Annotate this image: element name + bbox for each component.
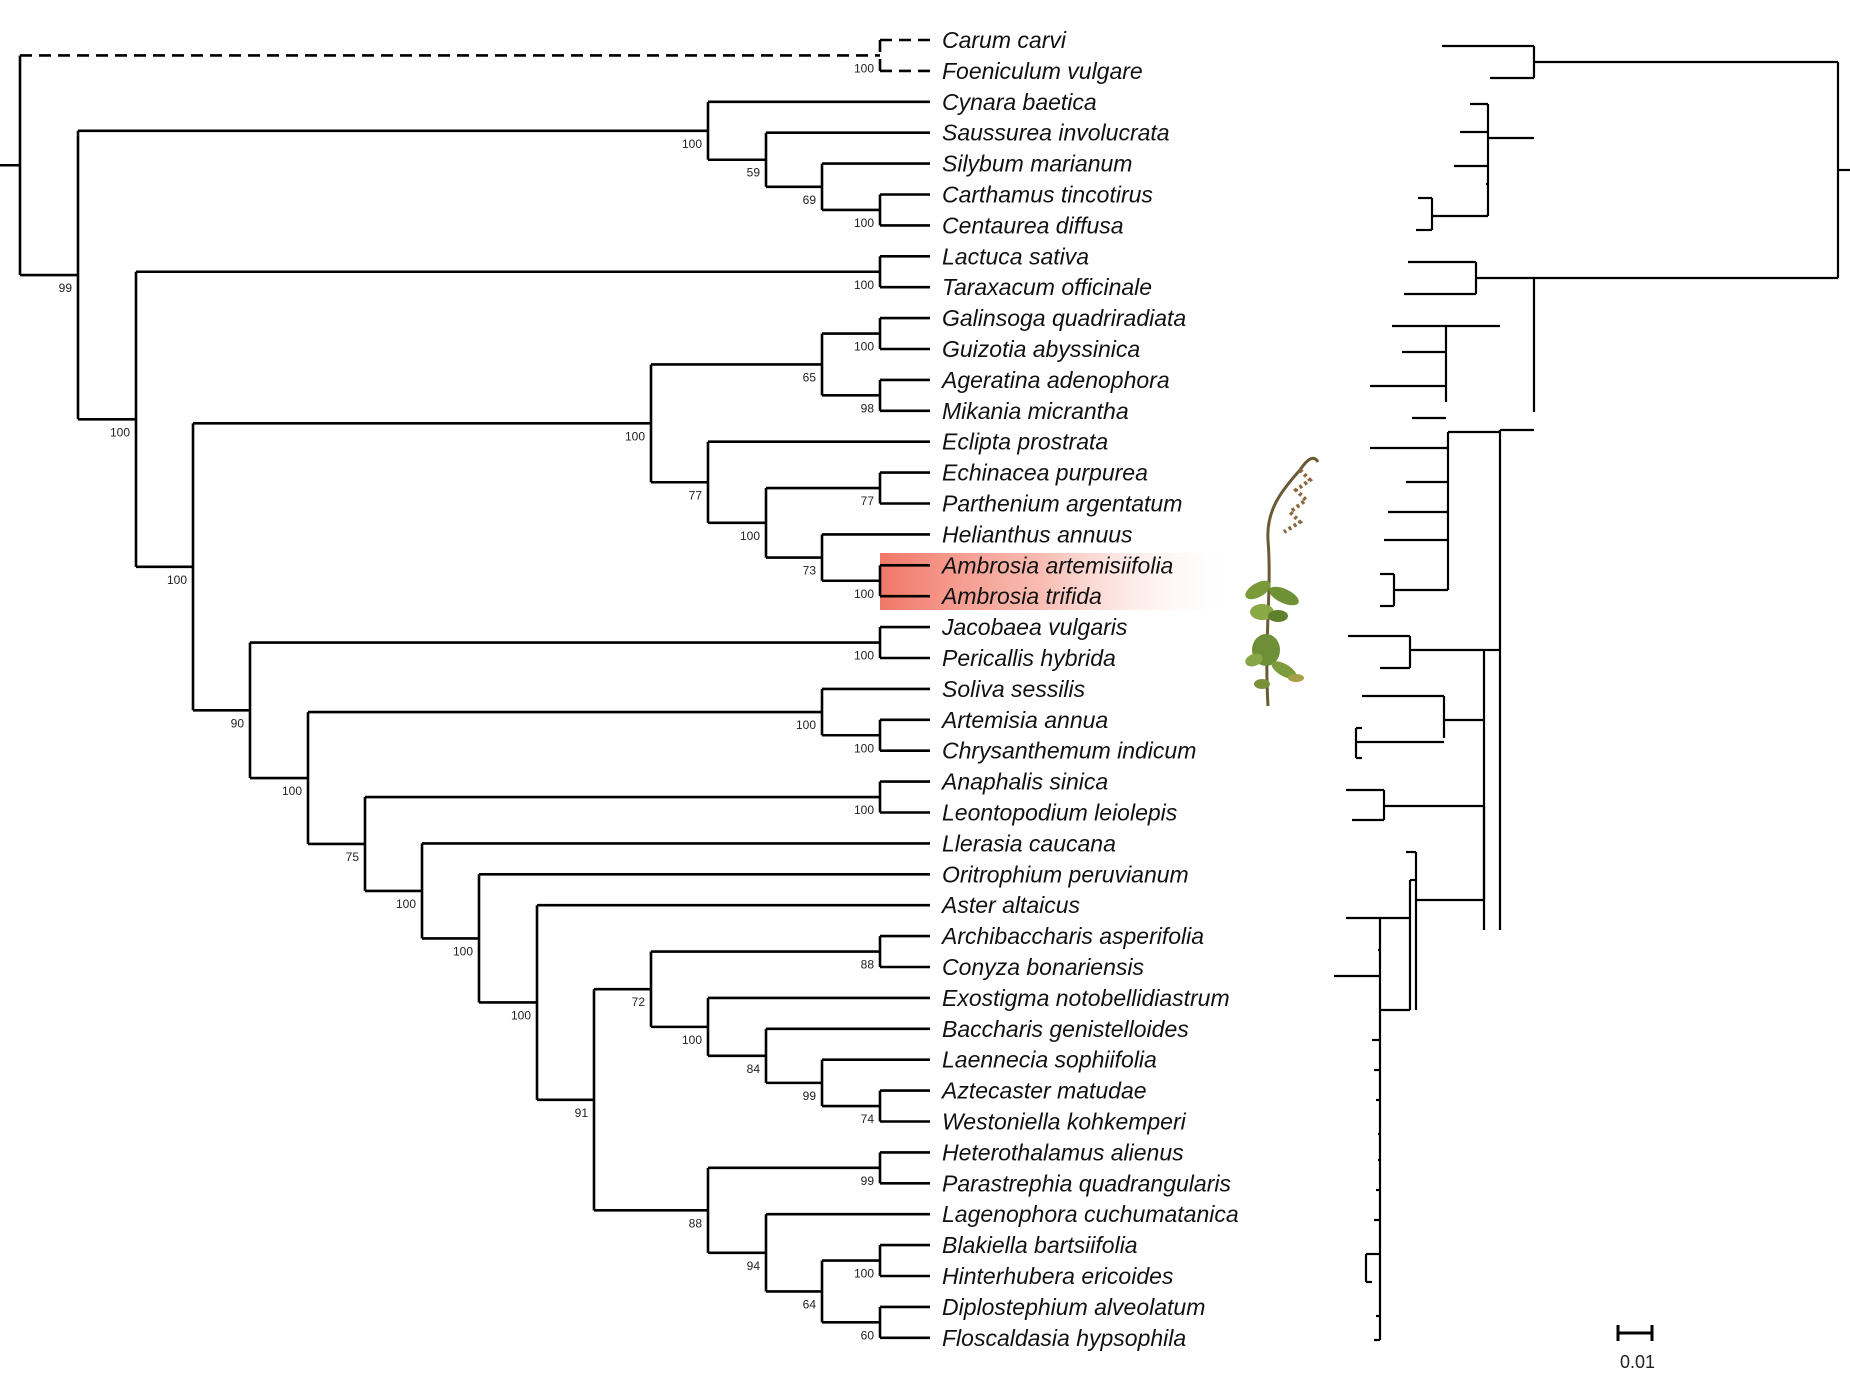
support-value: 100 [167,573,187,587]
taxon-label: Blakiella bartsiifolia [942,1232,1138,1258]
taxon-label: Eclipta prostrata [942,429,1108,455]
support-value: 100 [110,425,130,439]
taxon-label: Conyza bonariensis [942,954,1145,980]
taxon-label: Jacobaea vulgaris [941,614,1128,640]
scale-bar [1616,1325,1654,1341]
taxon-label: Oritrophium peruvianum [942,861,1189,887]
taxon-label: Mikania micrantha [942,398,1129,424]
taxon-label: Aztecaster matudae [940,1078,1147,1104]
support-value: 73 [803,564,817,578]
support-value: 88 [689,1216,703,1230]
taxon-label: Galinsoga quadriradiata [942,305,1186,331]
support-value: 100 [625,429,645,443]
taxon-label: Baccharis genistelloides [942,1016,1189,1042]
right-phylogram [1334,44,1850,1342]
support-value: 100 [740,529,760,543]
support-value: 100 [396,897,416,911]
taxon-label: Leontopodium leiolepis [942,800,1178,826]
support-value: 100 [854,61,874,75]
taxon-label: Laennecia sophiifolia [942,1047,1157,1073]
support-value: 64 [803,1297,817,1311]
support-value: 100 [854,803,874,817]
taxon-label: Exostigma notobellidiastrum [942,985,1230,1011]
support-value: 98 [861,401,875,415]
taxon-label: Parthenium argentatum [942,491,1182,517]
taxon-label: Westoniella kohkemperi [942,1109,1187,1135]
taxon-label: Foeniculum vulgare [942,58,1143,84]
support-value: 100 [854,216,874,230]
support-value: 88 [861,958,875,972]
taxon-label: Carum carvi [942,27,1067,53]
ambrosia-highlight [880,553,1240,610]
left-cladogram [0,38,930,1340]
support-value: 65 [803,370,817,384]
support-value: 94 [747,1259,761,1273]
taxon-label: Taraxacum officinale [942,274,1152,300]
taxon-label: Echinacea purpurea [942,460,1148,486]
taxon-label: Lactuca sativa [942,243,1089,269]
taxon-label: Soliva sessilis [942,676,1086,702]
taxon-label: Saussurea involucrata [942,120,1170,146]
support-value: 99 [59,281,73,295]
taxon-label: Ambrosia artemisiifolia [940,552,1173,578]
support-value: 100 [854,741,874,755]
scale-bar-label: 0.01 [1620,1352,1655,1372]
support-value: 100 [511,1008,531,1022]
support-value: 72 [632,995,646,1009]
taxon-label: Lagenophora cuchumatanica [942,1201,1239,1227]
support-value: 90 [231,716,245,730]
taxon-label: Chrysanthemum indicum [942,738,1196,764]
taxon-label: Guizotia abyssinica [942,336,1140,362]
taxon-label: Pericallis hybrida [942,645,1116,671]
taxon-label: Cynara baetica [942,89,1097,115]
taxon-label: Ambrosia trifida [940,583,1102,609]
support-value: 60 [861,1328,875,1342]
support-value: 77 [861,494,875,508]
taxon-label: Helianthus annuus [942,521,1133,547]
taxon-label: Diplostephium alveolatum [942,1294,1205,1320]
support-value: 69 [803,193,817,207]
taxon-label: Artemisia annua [940,707,1108,733]
support-value: 100 [854,587,874,601]
support-value: 100 [282,784,302,798]
support-value: 91 [575,1106,589,1120]
taxon-label: Anaphalis sinica [940,769,1108,795]
taxon-label: Centaurea diffusa [942,212,1124,238]
support-value: 100 [854,340,874,354]
support-value: 100 [854,278,874,292]
support-value: 100 [682,137,702,151]
taxon-label: Archibaccharis asperifolia [940,923,1204,949]
support-value: 100 [796,718,816,732]
support-value: 75 [346,850,360,864]
support-value: 100 [854,649,874,663]
support-value: 100 [682,1033,702,1047]
support-value: 74 [861,1112,875,1126]
support-value: 77 [689,488,703,502]
taxon-label: Silybum marianum [942,151,1132,177]
taxon-label: Heterothalamus alienus [942,1139,1184,1165]
taxon-label: Ageratina adenophora [940,367,1170,393]
support-value: 59 [747,166,761,180]
support-value: 100 [453,944,473,958]
taxon-label: Floscaldasia hypsophila [942,1325,1186,1351]
taxon-label: Llerasia caucana [942,830,1116,856]
ambrosia-plant-illustration [1245,456,1320,707]
support-values: 100 100 69 59 100 100 100 98 65 77 100 73 100 77 100 10… [59,61,875,1342]
support-value: 99 [803,1089,817,1103]
taxon-label: Parastrephia quadrangularis [942,1170,1231,1196]
taxon-label: Hinterhubera ericoides [942,1263,1174,1289]
support-value: 100 [854,1267,874,1281]
taxon-label: Aster altaicus [940,892,1081,918]
taxon-label: Carthamus tincotirus [942,182,1153,208]
support-value: 99 [861,1174,875,1188]
support-value: 84 [747,1062,761,1076]
